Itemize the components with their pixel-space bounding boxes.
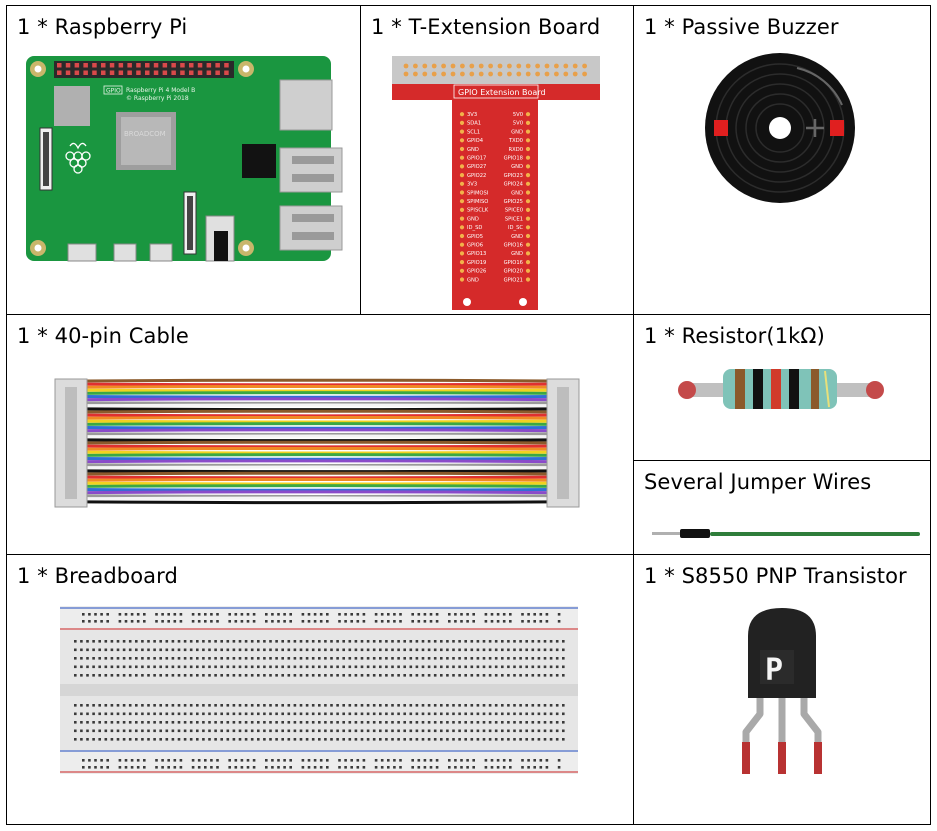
pin-label-right: GND — [511, 251, 523, 257]
label-40-pin-cable: 1 * 40-pin Cable — [17, 324, 189, 348]
cell-raspberry-pi: 1 * Raspberry Pi GPIO Raspberry Pi 4 Mod… — [7, 6, 360, 314]
pin-label-right: GPIO20 — [504, 269, 523, 275]
pin-label-left: GPIO4 — [467, 138, 484, 144]
cell-t-extension-board: 1 * T-Extension Board GPIO Extension Boa… — [361, 6, 633, 314]
pin-label-left: GPIO19 — [467, 260, 486, 266]
transistor-image: P — [742, 608, 822, 774]
cell-passive-buzzer: 1 * Passive Buzzer — [634, 6, 930, 314]
pin-label-left: 3V3 — [467, 182, 477, 188]
t-extension-board-image: GPIO Extension Board 3V3SDA1SCL1GPIO4GND… — [392, 56, 600, 310]
pin-label-left: SPIMOSI — [467, 190, 489, 196]
pin-label-left: GPIO26 — [467, 269, 486, 275]
raspberry-pi-image: GPIO Raspberry Pi 4 Model B © Raspberry … — [26, 56, 343, 262]
pin-label-right: GND — [511, 190, 523, 196]
row-divider-resistor — [633, 460, 931, 461]
label-jumper-wires: Several Jumper Wires — [644, 470, 872, 494]
pin-label-right: SPICE1 — [505, 216, 523, 222]
cell-transistor: 1 * S8550 PNP Transistor P — [634, 555, 930, 824]
raspberry-logo-icon — [65, 142, 91, 174]
t-board-title: GPIO Extension Board — [458, 88, 546, 97]
col-divider-2 — [633, 5, 634, 825]
label-transistor: 1 * S8550 PNP Transistor — [644, 564, 907, 588]
pi-gpio-tag: GPIO — [106, 88, 121, 95]
table-border-right — [930, 5, 931, 825]
pin-label-right: ID_SC — [508, 225, 523, 231]
pin-label-right: GND — [511, 234, 523, 240]
pin-label-right: 5V0 — [513, 112, 523, 118]
pin-label-left: GND — [467, 216, 479, 222]
pin-label-right: GPIO23 — [504, 173, 523, 179]
pin-label-right: GPIO16 — [504, 260, 523, 266]
label-resistor: 1 * Resistor(1kΩ) — [644, 324, 825, 348]
cell-jumper-wires: Several Jumper Wires — [634, 461, 930, 554]
pin-label-left: SDA1 — [467, 121, 481, 127]
pin-label-right: GPIO21 — [504, 277, 523, 283]
pin-label-left: SCL1 — [467, 129, 480, 135]
pin-label-right: GPIO24 — [504, 182, 524, 188]
pin-label-left: GPIO22 — [467, 173, 486, 179]
ribbon-cable-image — [54, 378, 580, 508]
table-border-left — [6, 5, 7, 825]
table-border-top — [6, 5, 931, 6]
pin-label-left: ID_SD — [467, 225, 482, 231]
pin-label-left: GPIO5 — [467, 234, 483, 240]
soc-chip-label: BROADCOM — [124, 130, 166, 138]
breadboard-image — [60, 606, 578, 774]
transistor-mark: P — [765, 653, 783, 688]
passive-buzzer-image — [705, 53, 855, 203]
pin-label-right: RXD0 — [509, 147, 523, 153]
pin-label-right: 5V0 — [513, 121, 523, 127]
pin-label-left: SPIMISO — [467, 199, 488, 205]
label-raspberry-pi: 1 * Raspberry Pi — [17, 15, 188, 39]
label-breadboard: 1 * Breadboard — [17, 564, 178, 588]
pin-label-left: GND — [467, 147, 479, 153]
col-divider-1 — [360, 5, 361, 315]
pin-label-right: GND — [511, 129, 523, 135]
pin-label-right: GND — [511, 164, 523, 170]
table-border-bottom — [6, 824, 931, 825]
row-divider-1 — [6, 314, 931, 315]
pin-label-left: GPIO6 — [467, 243, 483, 249]
pin-label-left: GPIO27 — [467, 164, 486, 170]
cell-40-pin-cable: 1 * 40-pin Cable — [7, 315, 633, 554]
jumper-wire-image — [652, 529, 920, 538]
pin-label-left: SPISCLK — [467, 208, 489, 214]
pi-model-line1: Raspberry Pi 4 Model B — [126, 87, 195, 94]
pin-label-left: GPIO17 — [467, 156, 486, 162]
resistor-image — [678, 369, 884, 409]
label-t-extension-board: 1 * T-Extension Board — [371, 15, 601, 39]
pin-label-left: GPIO13 — [467, 251, 486, 257]
pin-label-left: 3V3 — [467, 112, 477, 118]
pin-label-right: GPIO18 — [504, 156, 523, 162]
pin-label-right: GPIO16 — [504, 243, 523, 249]
pin-label-right: TXD0 — [508, 138, 523, 144]
pi-model-line2: © Raspberry Pi 2018 — [126, 95, 189, 102]
label-passive-buzzer: 1 * Passive Buzzer — [644, 15, 839, 39]
pin-label-right: GPIO25 — [504, 199, 523, 205]
cell-breadboard: 1 * Breadboard — [7, 555, 633, 824]
pin-label-left: GND — [467, 277, 479, 283]
row-divider-2 — [6, 554, 931, 555]
cell-resistor: 1 * Resistor(1kΩ) — [634, 315, 930, 460]
pin-label-right: SPICE0 — [505, 208, 523, 214]
